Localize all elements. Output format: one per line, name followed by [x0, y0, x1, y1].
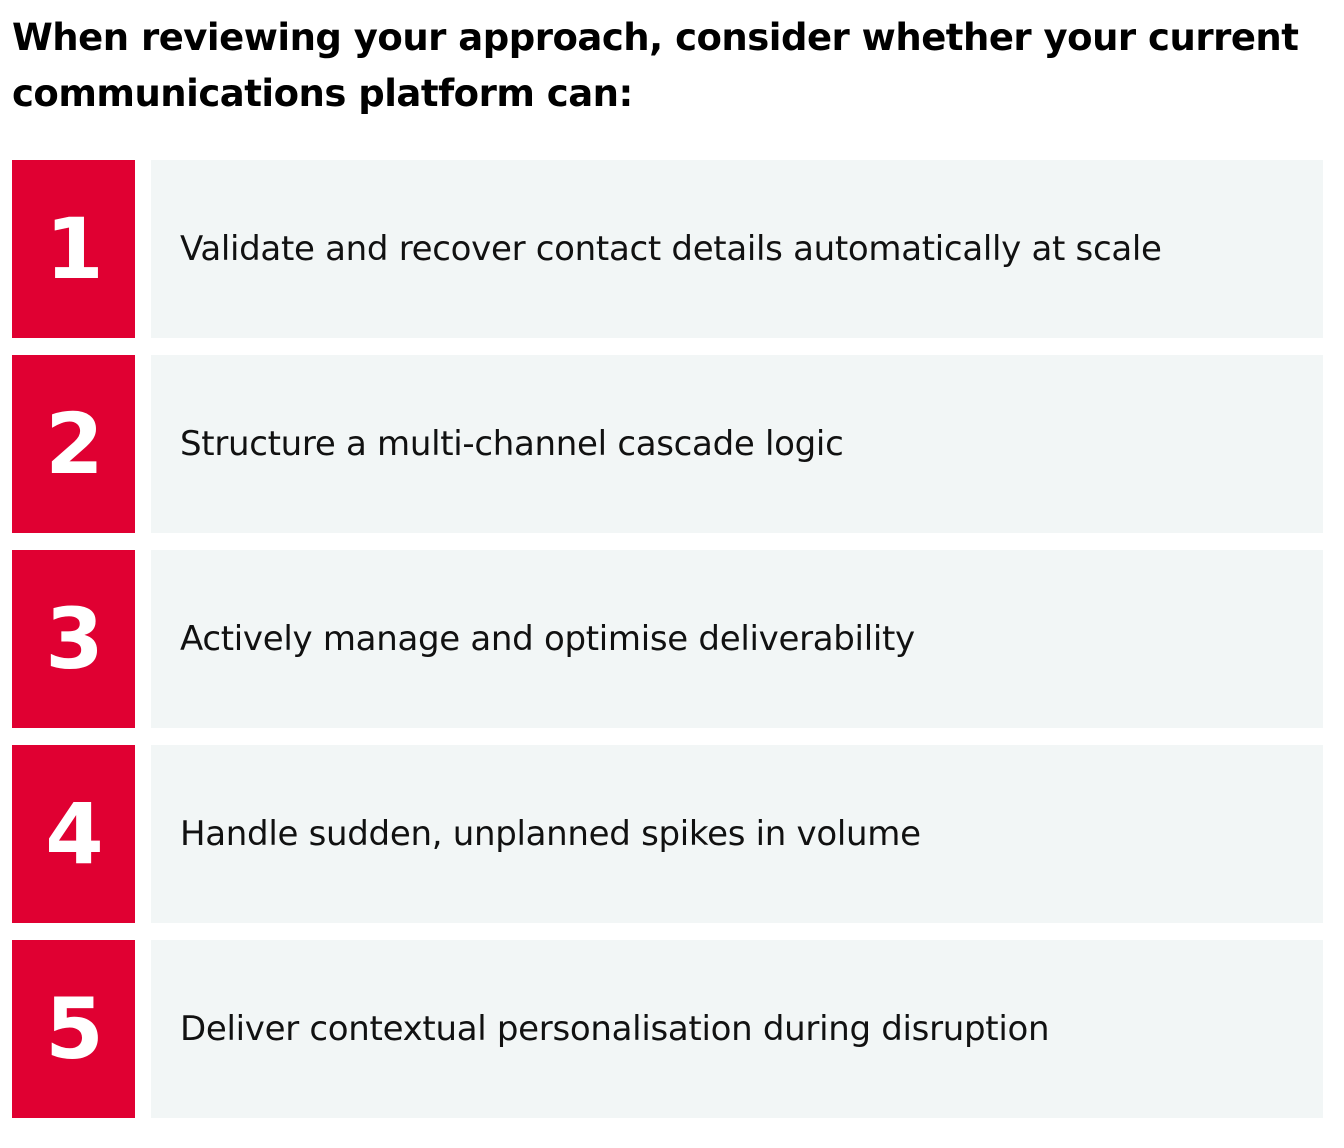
list-item: 3 Actively manage and optimise deliverab…	[12, 550, 1323, 728]
item-number: 1	[45, 200, 103, 298]
list-item: 2 Structure a multi-channel cascade logi…	[12, 355, 1323, 533]
item-panel: Structure a multi-channel cascade logic	[151, 355, 1323, 533]
list-item: 1 Validate and recover contact details a…	[12, 160, 1323, 338]
number-badge: 4	[12, 745, 135, 923]
list-item: 5 Deliver contextual personalisation dur…	[12, 940, 1323, 1118]
item-number: 2	[45, 395, 103, 493]
item-text: Handle sudden, unplanned spikes in volum…	[180, 814, 921, 854]
item-panel: Actively manage and optimise deliverabil…	[151, 550, 1323, 728]
number-badge: 1	[12, 160, 135, 338]
item-number: 3	[45, 590, 103, 688]
item-text: Deliver contextual personalisation durin…	[180, 1009, 1050, 1049]
number-badge: 2	[12, 355, 135, 533]
number-badge: 3	[12, 550, 135, 728]
list-item: 4 Handle sudden, unplanned spikes in vol…	[12, 745, 1323, 923]
item-panel: Validate and recover contact details aut…	[151, 160, 1323, 338]
item-number: 4	[45, 785, 103, 883]
item-text: Actively manage and optimise deliverabil…	[180, 619, 915, 659]
capability-list: 1 Validate and recover contact details a…	[12, 160, 1323, 1118]
item-panel: Deliver contextual personalisation durin…	[151, 940, 1323, 1118]
item-number: 5	[45, 980, 103, 1078]
page-heading: When reviewing your approach, consider w…	[12, 16, 1299, 115]
item-panel: Handle sudden, unplanned spikes in volum…	[151, 745, 1323, 923]
item-text: Structure a multi-channel cascade logic	[180, 424, 844, 464]
number-badge: 5	[12, 940, 135, 1118]
item-text: Validate and recover contact details aut…	[180, 229, 1162, 269]
